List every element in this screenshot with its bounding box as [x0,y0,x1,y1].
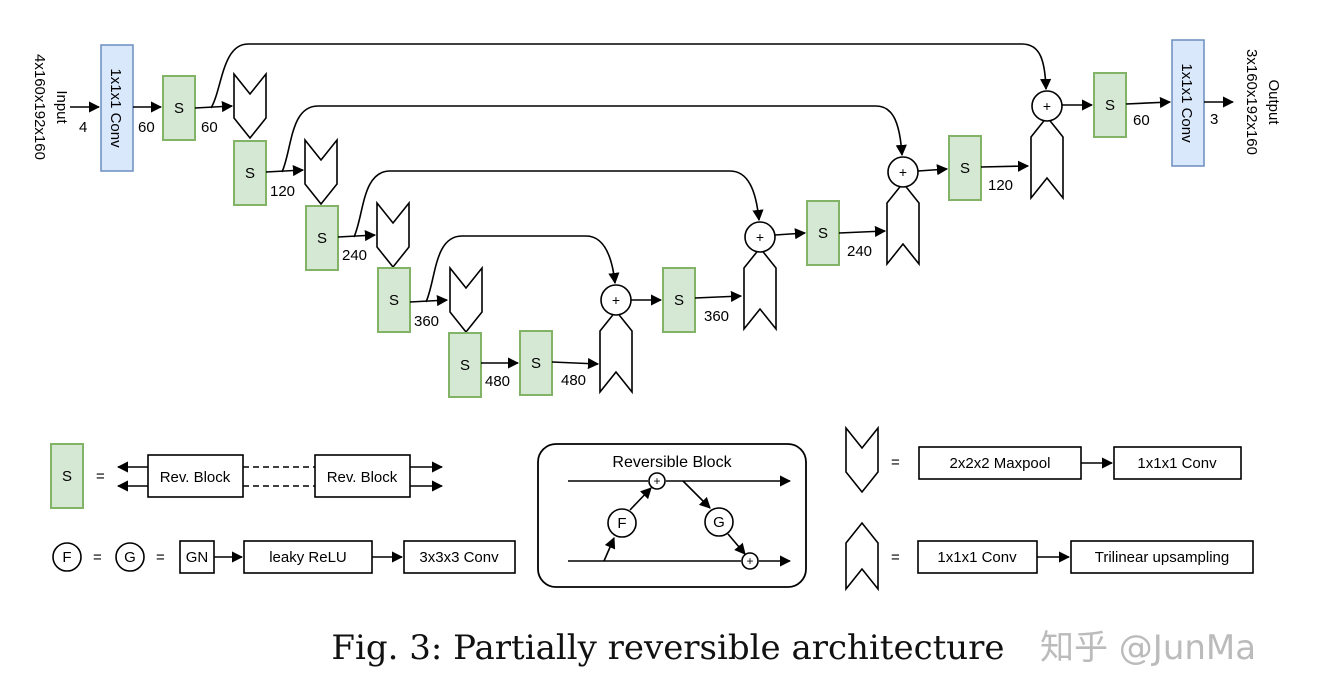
g-node [115,542,145,572]
add-node [887,156,919,188]
svg-text:+: + [899,164,907,180]
svg-text:3x160x192x160: 3x160x192x160 [1243,49,1260,155]
svg-text:=: = [93,549,102,566]
svg-text:Rev. Block: Rev. Block [327,469,398,486]
relu-box [243,540,373,574]
equals-sign: = [96,468,105,485]
reversible-block-title: Reversible Block [612,454,732,471]
svg-text:1x1x1 Conv: 1x1x1 Conv [937,549,1017,566]
input-conv-label: 1x1x1 Conv [107,68,124,148]
f-node [52,542,82,572]
svg-text:4x160x192x160: 4x160x192x160 [31,54,48,160]
svg-text:G: G [124,549,136,566]
skip-connection [210,43,1052,109]
s-block-label: S [818,225,828,242]
output-label: Output 3x160x192x160 [1243,49,1282,155]
svg-text:=: = [891,549,900,566]
skip-connection [353,170,764,238]
svg-text:Input: Input [53,90,70,124]
svg-text:Trilinear upsampling: Trilinear upsampling [1095,549,1230,566]
add-node [744,221,776,253]
svg-text:Output: Output [1265,79,1282,125]
channel-label: 60 [201,119,218,136]
channel-label: 120 [988,177,1013,194]
svg-text:F: F [617,515,626,532]
s-block [377,267,411,333]
svg-text:GN: GN [186,549,209,566]
conv1-box [1113,446,1242,480]
upsample-block [1030,115,1064,201]
s-block-label: S [1105,97,1115,114]
svg-text:=: = [156,549,165,566]
add-node [1031,90,1063,122]
s-block-label: S [674,292,684,309]
s-block-label: S [389,292,399,309]
legend-s-block [50,443,84,509]
channel-label: 240 [342,247,367,264]
svg-text:3x3x3 Conv: 3x3x3 Conv [419,549,499,566]
svg-text:+: + [746,554,753,568]
channel-label: 120 [270,183,295,200]
channel-label: 60 [1133,112,1150,129]
s-block-label: S [460,357,470,374]
s-block-label: S [531,355,541,372]
upsample-block [886,181,920,267]
upsample-block [743,246,777,332]
channel-label: 480 [485,373,510,390]
channel-label: 480 [561,372,586,389]
legend-maxpool-shape [845,425,879,494]
channel-label: 60 [138,119,155,136]
maxpool-block [376,200,410,269]
channel-label: 360 [414,313,439,330]
svg-text:leaky ReLU: leaky ReLU [269,549,347,566]
svg-text:=: = [891,454,900,471]
svg-text:+: + [756,229,764,245]
legend-upsample-shape [845,521,879,592]
svg-text:S: S [62,468,72,485]
s-block [305,205,339,271]
s-block-label: S [960,160,970,177]
svg-text:+: + [1043,98,1051,114]
channel-label: 240 [847,243,872,260]
maxpool-block [449,265,483,334]
s-block [1093,72,1127,138]
s-block [662,267,696,333]
upsample-block [599,309,633,395]
skip-connection [425,235,620,303]
skip-connection [281,105,907,173]
svg-text:+: + [653,474,660,488]
figure-caption: Fig. 3: Partially reversible architectur… [331,628,1004,668]
channel-label: 360 [704,308,729,325]
rev-block-box [314,454,411,498]
s-block-label: S [174,100,184,117]
watermark: 知乎 @JunMa [1040,628,1256,668]
svg-text:G: G [713,514,725,531]
upsample-box [1070,540,1254,574]
maxpool-block [304,137,338,206]
s-block [948,135,982,201]
output-channel-label: 3 [1210,111,1218,128]
output-conv-block [1171,39,1205,167]
s-block-label: S [245,165,255,182]
svg-text:+: + [612,292,620,308]
svg-text:2x2x2 Maxpool: 2x2x2 Maxpool [950,455,1051,472]
conv3-box [403,540,516,574]
s-block [233,140,267,206]
svg-text:F: F [62,549,71,566]
input-conv-block [100,44,134,172]
s-block-label: S [317,230,327,247]
input-channel-label: 4 [79,119,87,136]
gn-box [179,540,215,574]
input-label: Input 4x160x192x160 [31,54,70,160]
s-block [806,200,840,266]
s-block [448,332,482,398]
maxpool-block [233,71,267,140]
svg-text:Rev. Block: Rev. Block [160,469,231,486]
rev-block-box [147,454,244,498]
s-block [519,330,553,396]
output-conv-label: 1x1x1 Conv [1178,63,1195,143]
svg-text:1x1x1 Conv: 1x1x1 Conv [1137,455,1217,472]
